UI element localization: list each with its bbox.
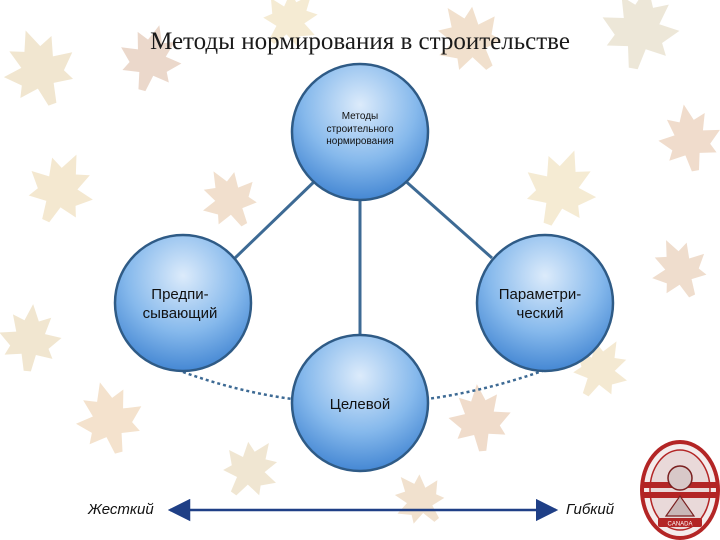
node-label-target: Целевой [329,395,391,413]
node-circle-center [290,333,430,473]
node-circle-left [113,233,253,373]
node-circle-top [290,62,430,202]
page-title: Методы нормирования в строительстве [150,28,570,55]
scale-label-flexible: Гибкий [566,501,615,518]
node-circle-right [475,233,615,373]
node-label-prescriptive: Предпи- сывающий [142,286,218,322]
node-label-root: Методы строительного нормирования [326,111,394,148]
scale-label-rigid: Жесткий [88,501,154,518]
node-label-parametric: Параметри- ческий [498,286,582,322]
connector-top-left [233,176,320,260]
connector-top-right [401,176,493,260]
emblem-banner-text: CANADA [667,522,692,528]
emblem-logo: CANADA [640,440,720,540]
